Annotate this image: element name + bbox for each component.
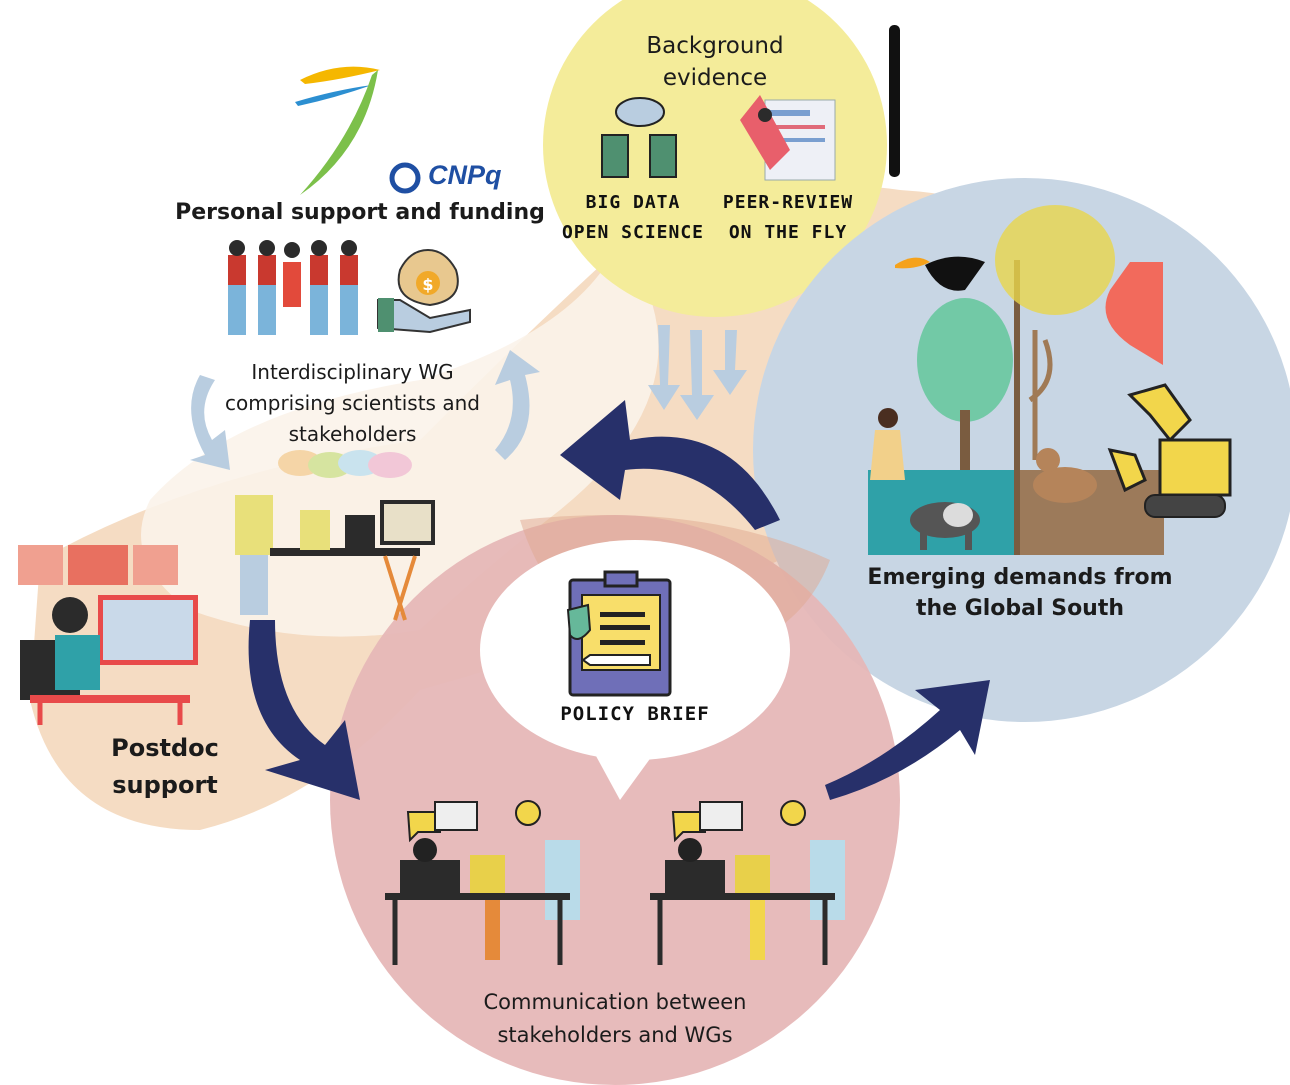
communication-caption: Communication between stakeholders and W… <box>483 990 747 1047</box>
policy-bubble-tail <box>590 745 660 800</box>
background-evidence-circle <box>543 0 887 317</box>
funding-title: Personal support and funding <box>175 200 545 225</box>
global-south-caption: Emerging demands from the Global South <box>867 565 1173 621</box>
postdoc-workstation-icon <box>18 545 198 725</box>
cow-icon <box>1033 448 1097 503</box>
postdoc-caption: Postdoc support <box>111 734 219 799</box>
navy-arrows <box>248 400 990 800</box>
logo-bird-icon <box>295 66 380 195</box>
team-meeting-right-icon <box>650 800 845 965</box>
background-evidence-title: Background evidence <box>646 33 784 91</box>
vertical-bar <box>889 25 900 177</box>
peer-review-icon <box>740 95 836 181</box>
girl-icon <box>870 408 905 480</box>
money-bag-icon: $ <box>377 248 471 334</box>
toucan-icon <box>895 256 985 291</box>
excavator-icon <box>1107 383 1232 518</box>
cnpq-logo-icon <box>389 162 421 194</box>
peer-review-label: PEER-REVIEW ON THE FLY <box>722 192 854 243</box>
big-data-label: BIG DATA OPEN SCIENCE <box>561 192 705 243</box>
people-group-icon <box>228 240 358 335</box>
policy-brief-label: POLICY BRIEF <box>560 703 710 725</box>
tapir-icon <box>910 502 980 550</box>
wg-caption: Interdisciplinary WG comprising scientis… <box>225 360 480 446</box>
wg-meeting-icon <box>235 450 435 621</box>
light-arrows <box>190 325 747 470</box>
money-symbol: $ <box>422 275 433 294</box>
cnpq-logo-text: CNPq <box>428 160 502 190</box>
cloud-database-icon <box>601 97 677 178</box>
policy-clipboard-icon <box>566 570 672 697</box>
team-meeting-left-icon <box>385 800 580 965</box>
